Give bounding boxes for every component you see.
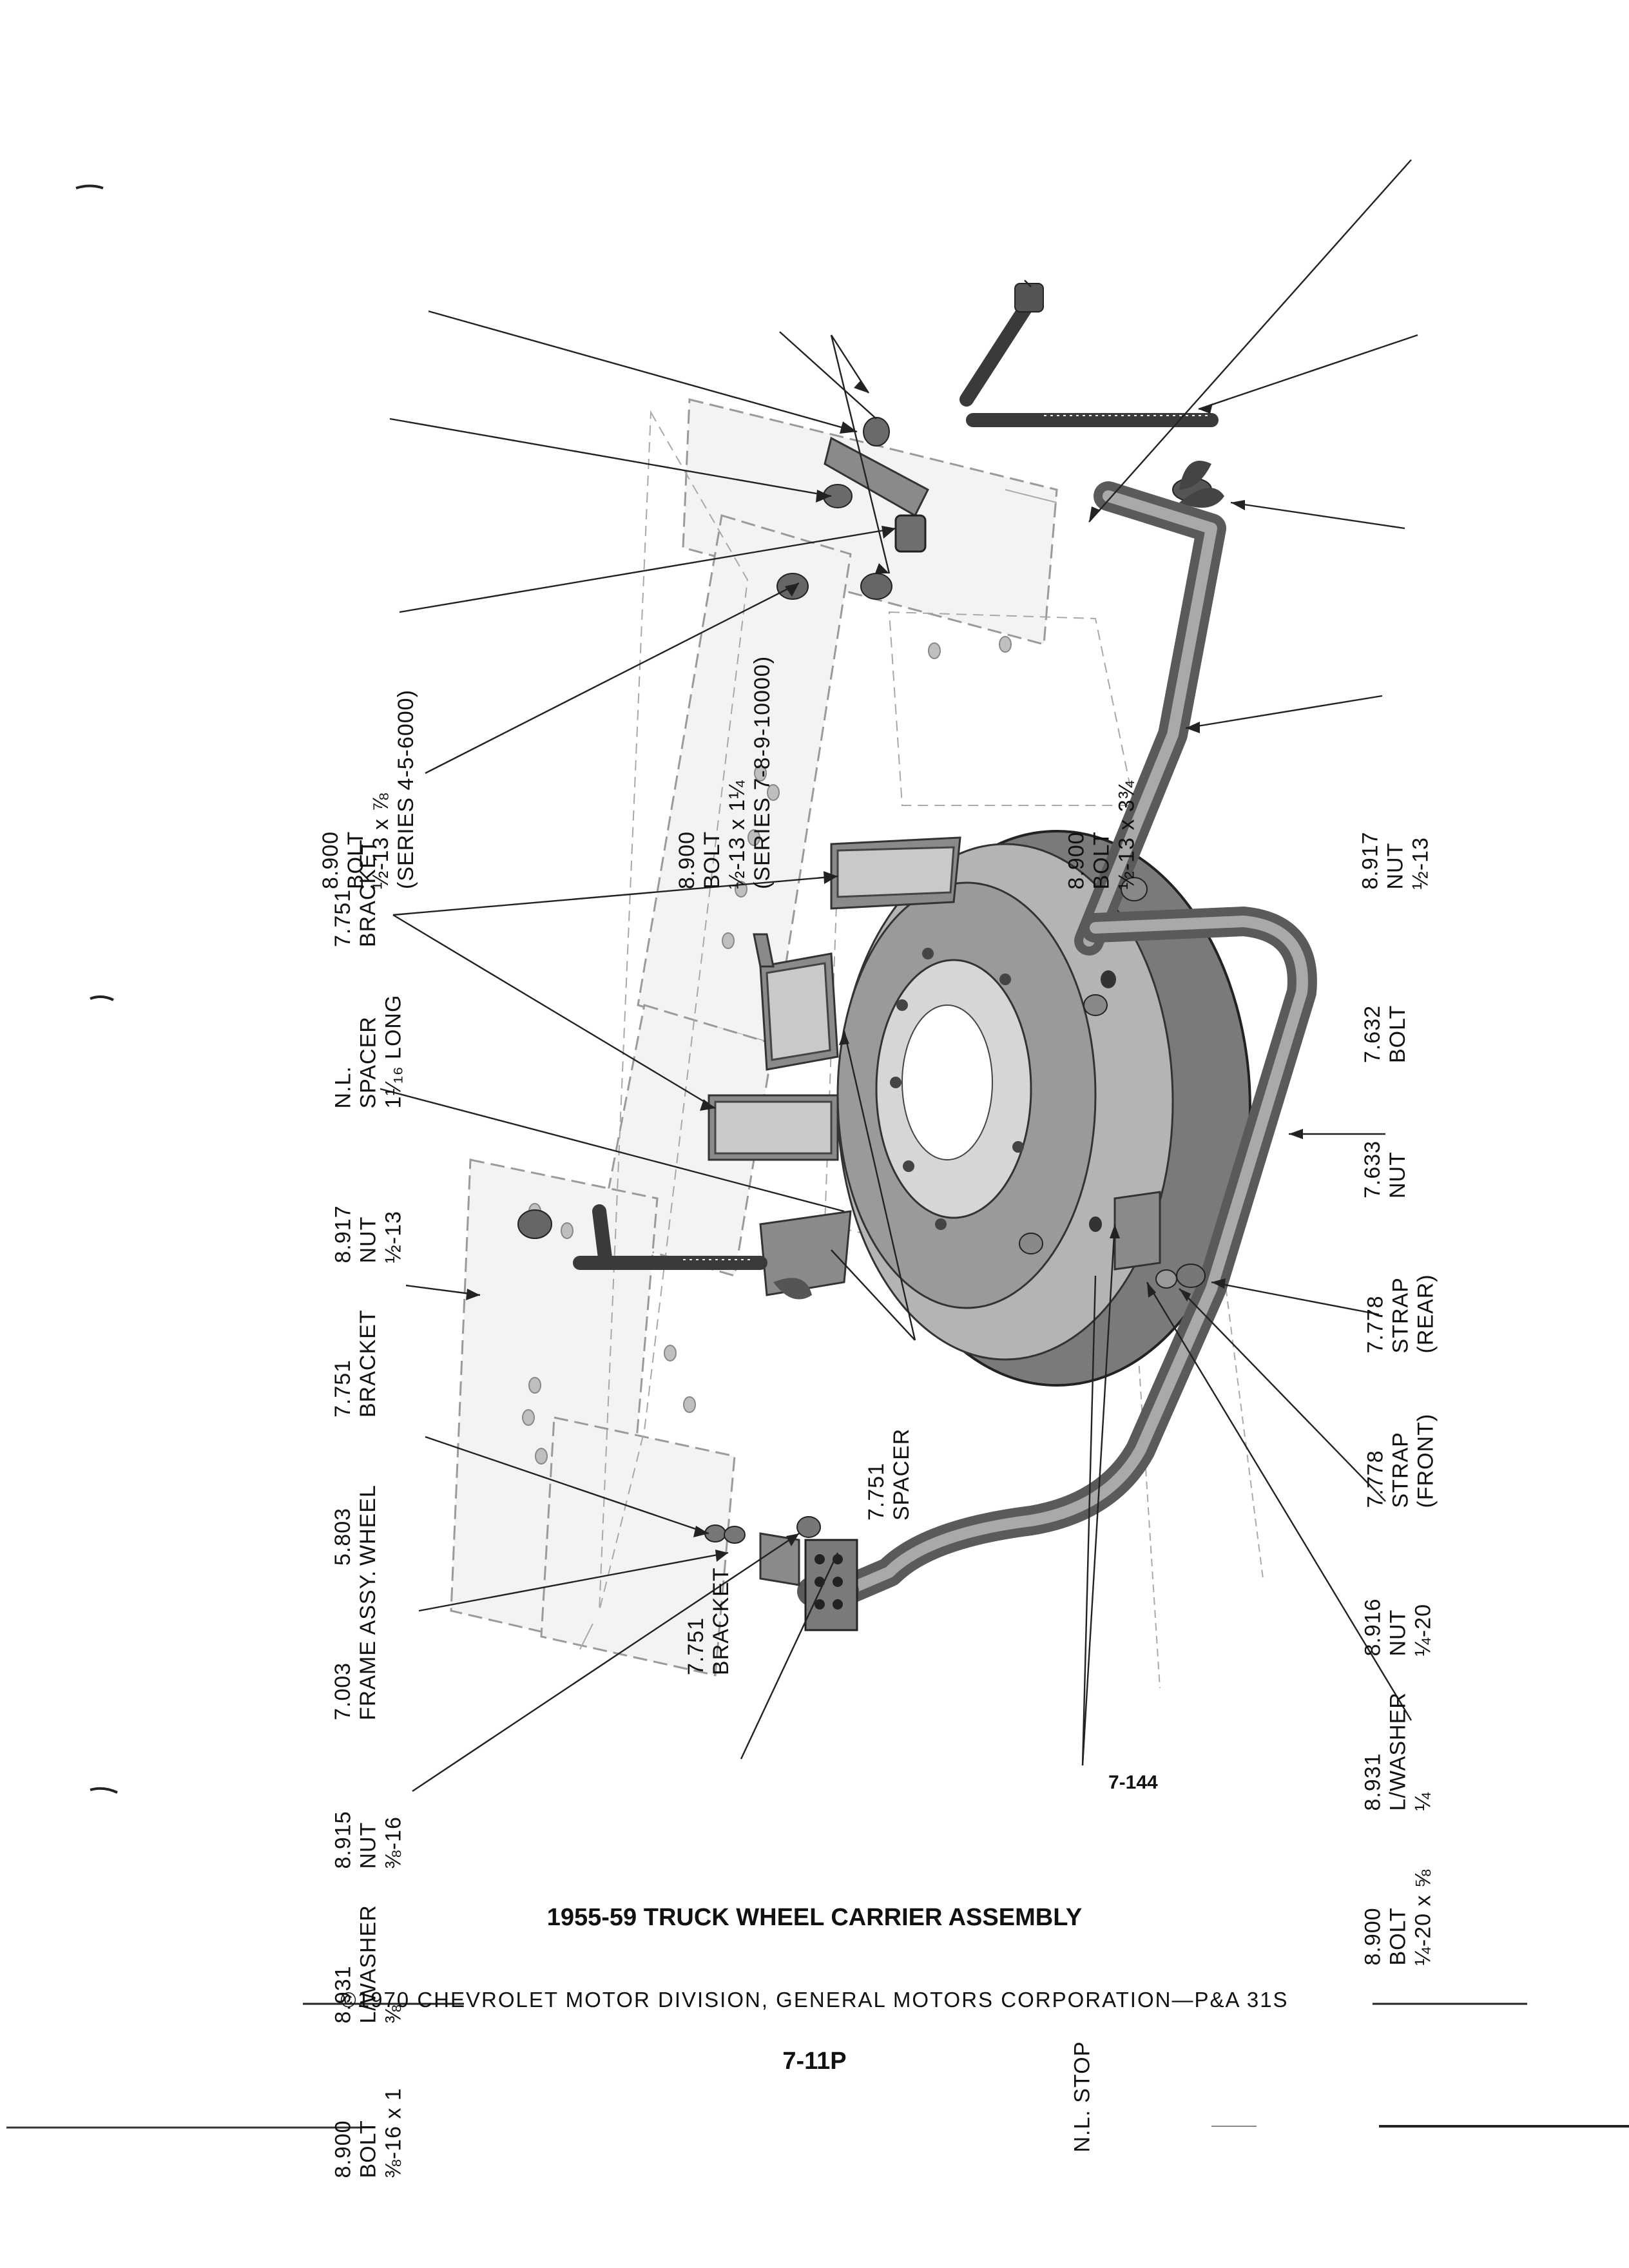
callout-line: 7.751 (684, 1617, 708, 1675)
callout-line: ½-13 (381, 1210, 406, 1264)
figure-number: 7-144 (1108, 1772, 1158, 1793)
callout-line: ⅜-16 x 1 (381, 2087, 406, 2178)
margin-marks (6, 184, 1629, 2129)
assembly-title: 1955-59 TRUCK WHEEL CARRIER ASSEMBLY (546, 1904, 1083, 1931)
callout-line: ½-13 x 1¼ (725, 780, 749, 889)
callout-line: BOLT (700, 831, 724, 889)
callout-line: 8.900 (331, 2119, 356, 2178)
callout-line: 7.751 (864, 1462, 889, 1521)
callout-line: SPACER (889, 1428, 914, 1521)
callout-line: 8.900 (675, 831, 699, 889)
callout-line: 8.900 (1064, 831, 1089, 889)
copyright-line: ©1970 CHEVROLET MOTOR DIVISION, GENERAL … (340, 1988, 1289, 2012)
callout-line: BOLT (1385, 1907, 1411, 1965)
callout-line: N.L. STOP (1070, 2041, 1095, 2152)
callout-line: (SERIES 7-8-9-10000) (750, 655, 775, 889)
leader-lines (380, 159, 1418, 1792)
callout-line: BRACKET (709, 1567, 733, 1675)
callout-line: 8.900 (1360, 1907, 1385, 1965)
leader-arrowheads (466, 380, 1303, 1562)
callout-stop-nl: N.L. STOP (1070, 1740, 1095, 2152)
callout-line: ¼-20 x ⅝ (1411, 1869, 1436, 1965)
callout-line: ½-13 (1408, 836, 1433, 890)
callout-line: ½-13 x 3¾ (1114, 780, 1139, 889)
hardware-drawing (517, 283, 1224, 1544)
page-number: 7-11P (782, 2048, 847, 2075)
brackets-drawing (708, 436, 1161, 1586)
callout-line: BOLT (356, 2119, 381, 2178)
callout-line: BOLT (1089, 831, 1114, 889)
frame-outline (450, 398, 1264, 1689)
straps-drawing (797, 481, 1317, 1631)
